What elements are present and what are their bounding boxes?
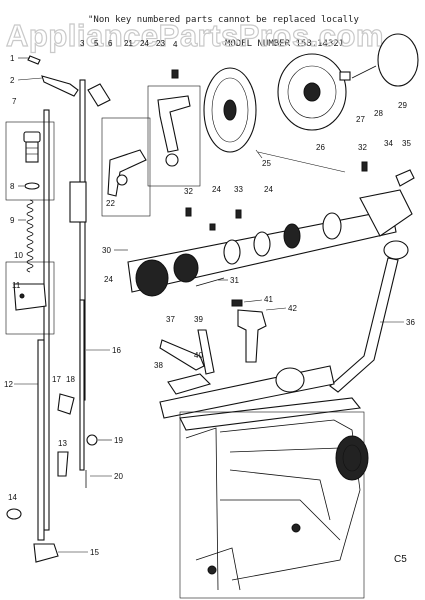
needle-clamp [57, 451, 69, 477]
part-label-32b: 32 [358, 143, 367, 152]
lever-37 [159, 339, 205, 371]
washer-27 [339, 71, 351, 81]
part-label-2: 2 [10, 76, 15, 85]
part-label-17: 17 [52, 375, 61, 384]
arm-cover [179, 397, 362, 431]
part-label-36: 36 [406, 318, 415, 327]
part-label-20: 20 [114, 472, 123, 481]
rod-block [69, 181, 87, 223]
part-label-32a: 32 [184, 187, 193, 196]
part-label-21: 21 [124, 39, 133, 48]
part-label-26: 26 [316, 143, 325, 152]
presser-bar-assembly [5, 55, 79, 563]
tension-knob [23, 131, 41, 190]
header-note: "Non key numbered parts cannot be replac… [88, 15, 360, 25]
bracket-42 [237, 309, 267, 363]
part-label-39: 39 [194, 315, 203, 324]
bracket-box-23 [147, 85, 201, 187]
screw-41 [231, 299, 243, 307]
crank-link [157, 95, 191, 153]
feed-arm [329, 240, 409, 393]
screw-35 [395, 169, 415, 187]
inset-frame [179, 411, 365, 599]
presser-foot [33, 543, 59, 563]
link-small [87, 83, 111, 107]
part-label-10: 10 [14, 251, 23, 260]
part-label-7: 7 [12, 97, 17, 106]
part-label-18: 18 [66, 375, 75, 384]
link-lever [107, 149, 147, 197]
feed-lever-arm [329, 257, 399, 393]
part-label-6: 6 [108, 39, 113, 48]
pin-31 [195, 277, 225, 287]
part-label-24d: 24 [140, 39, 149, 48]
cover-disc [377, 33, 419, 87]
part-label-38: 38 [154, 361, 163, 370]
part-label-24a: 24 [212, 185, 221, 194]
lower-rod [79, 299, 85, 471]
take-up-assembly [87, 69, 201, 217]
crank-38 [167, 373, 212, 395]
part-label-15: 15 [90, 548, 99, 557]
bracket-18 [57, 393, 75, 415]
inset-handwheel [335, 435, 369, 481]
part-label-12: 12 [4, 380, 13, 389]
bushing-34 [359, 189, 413, 237]
feed-rock-assembly [159, 299, 335, 419]
part-label-28: 28 [374, 109, 383, 118]
arm-shaft-assembly [127, 161, 415, 297]
page-code: C5 [394, 554, 407, 565]
part-label-5: 5 [94, 39, 99, 48]
part-label-14: 14 [8, 493, 17, 502]
part-label-24b: 24 [264, 185, 273, 194]
shaft-gear [135, 259, 169, 297]
presser-bar-guide [13, 283, 47, 311]
part-label-3: 3 [80, 39, 85, 48]
part-label-23: 23 [156, 39, 165, 48]
part-label-13: 13 [58, 439, 67, 448]
part-label-1: 1 [10, 54, 15, 63]
part-label-42: 42 [288, 304, 297, 313]
part-label-41: 41 [264, 295, 273, 304]
screw-28 [351, 65, 377, 79]
part-label-24c: 24 [104, 275, 113, 284]
part-label-37: 37 [166, 315, 175, 324]
watermark: AppliancePartsPros.com [6, 18, 384, 53]
part-label-27: 27 [356, 115, 365, 124]
thread-guide-19 [86, 434, 98, 446]
part-label-40: 40 [194, 351, 203, 360]
handwheel-assembly [203, 33, 419, 173]
needle-bar [37, 339, 45, 541]
part-label-25: 25 [262, 159, 271, 168]
part-label-33: 33 [234, 185, 243, 194]
part-label-31: 31 [230, 276, 239, 285]
part-label-19: 19 [114, 436, 123, 445]
part-label-4: 4 [173, 40, 178, 49]
screw-4 [171, 69, 179, 79]
presser-spring [26, 199, 34, 273]
arm-eye [383, 240, 409, 260]
bracket-box-10 [5, 261, 55, 335]
take-up-lever [41, 75, 79, 97]
thread-guide-screw [27, 55, 41, 65]
part-label-34: 34 [384, 139, 393, 148]
presser-bar [43, 109, 50, 531]
part-label-16: 16 [112, 346, 121, 355]
needle-bar-assembly [57, 79, 98, 488]
part-label-11: 11 [12, 281, 21, 290]
machine-inset [179, 397, 369, 599]
part-label-8: 8 [10, 182, 15, 191]
model-number: MODEL NUMBER 158.14321 [225, 39, 344, 49]
part-label-29: 29 [398, 101, 407, 110]
thumb-screw [6, 508, 22, 520]
part-labels: 1 2 3 4 5 6 7 8 9 10 11 12 13 14 15 16 1… [4, 39, 415, 557]
part-label-9: 9 [10, 216, 15, 225]
part-label-35: 35 [402, 139, 411, 148]
lever-39 [197, 329, 215, 375]
part-label-22: 22 [106, 199, 115, 208]
part-label-30: 30 [102, 246, 111, 255]
bracket-box-22 [101, 117, 151, 217]
